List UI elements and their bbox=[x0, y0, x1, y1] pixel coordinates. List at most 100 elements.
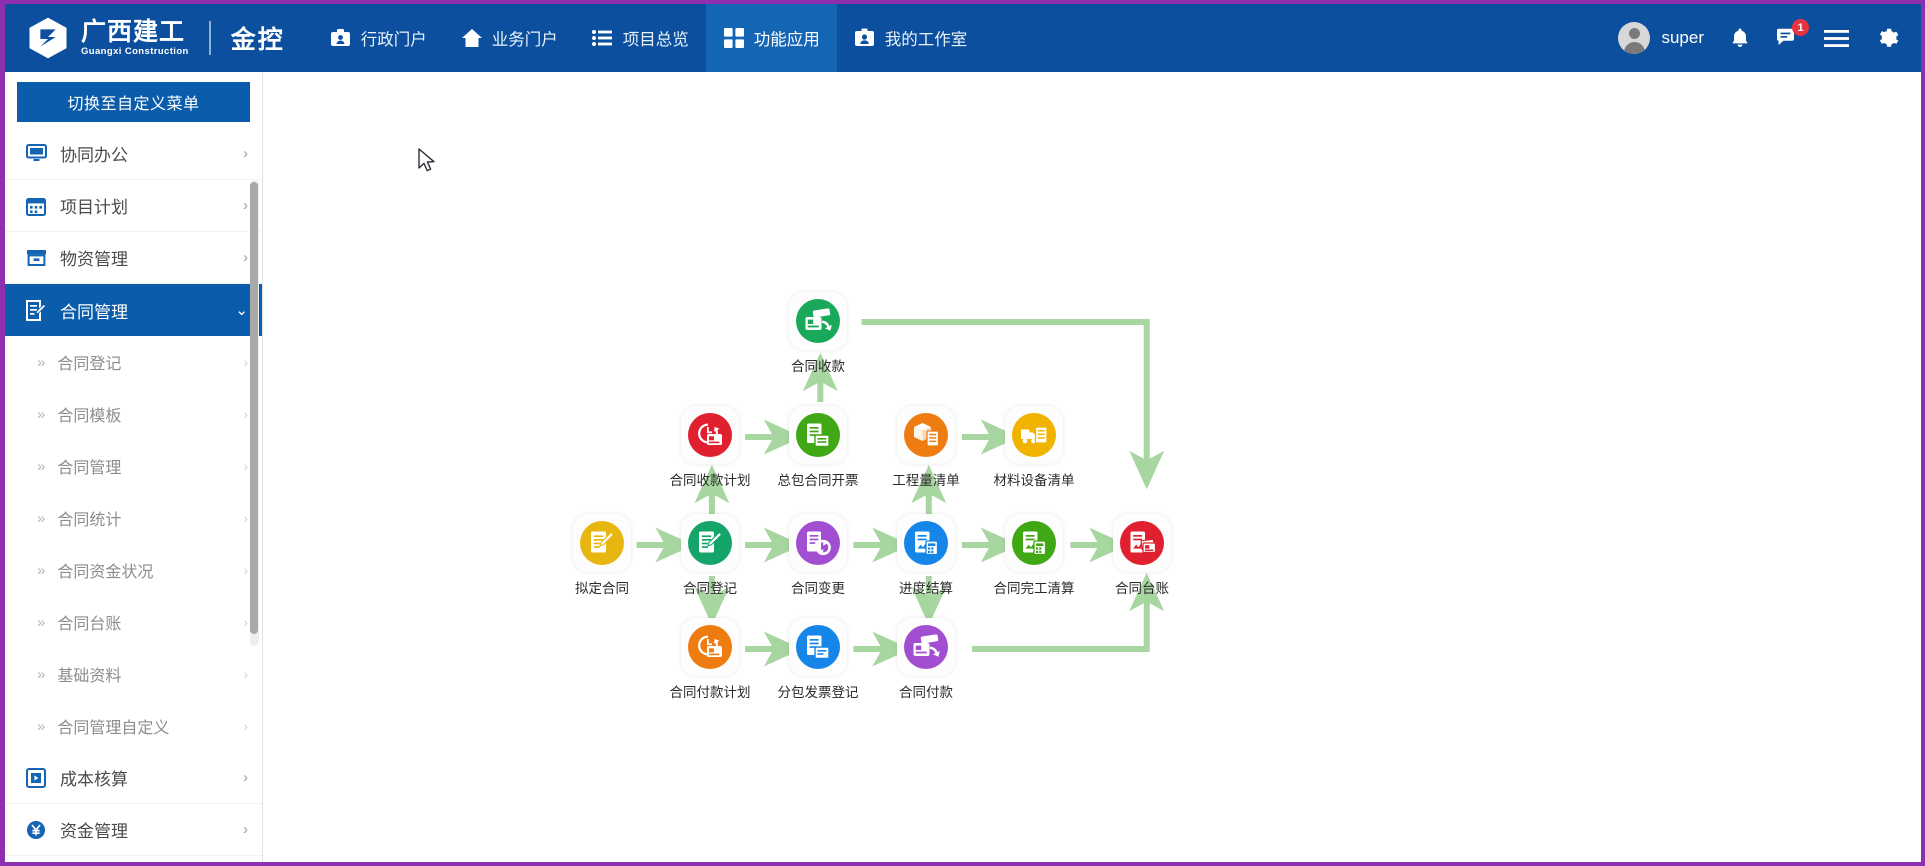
bell-icon[interactable] bbox=[1730, 27, 1750, 49]
node-label: 合同台账 bbox=[1115, 581, 1169, 596]
brand-divider bbox=[208, 21, 211, 55]
flow-node-hetongdengji[interactable]: 合同登记 bbox=[656, 514, 764, 597]
doc-refresh-icon bbox=[796, 521, 840, 565]
flow-node-hetongfukuan[interactable]: 合同付款 bbox=[872, 618, 980, 701]
flow-node-hetongbiangeng[interactable]: 合同变更 bbox=[764, 514, 872, 597]
sidebar-item-xiangmujihua[interactable]: 项目计划 › bbox=[5, 180, 262, 232]
node-label: 合同收款 bbox=[791, 359, 845, 374]
nav-item-yewu[interactable]: 业务门户 bbox=[444, 4, 575, 72]
chevron-right-icon: › bbox=[243, 614, 248, 630]
nav-item-xiangmu[interactable]: 项目总览 bbox=[575, 4, 706, 72]
node-tile bbox=[789, 618, 847, 676]
sidebar-subitem-hetongmoban[interactable]: » 合同模板 › bbox=[5, 388, 262, 440]
flow-node-fenbaofapiaodengji[interactable]: 分包发票登记 bbox=[764, 618, 872, 701]
node-label: 拟定合同 bbox=[575, 581, 629, 596]
flow-node-hetongshoukuanjihua[interactable]: 合同收款计划 bbox=[656, 406, 764, 489]
user-name: super bbox=[1661, 28, 1704, 47]
doc-calc-icon bbox=[904, 521, 948, 565]
nav-item-gongzuoshi[interactable]: 我的工作室 bbox=[837, 4, 985, 72]
nav-item-gongneng[interactable]: 功能应用 bbox=[705, 4, 837, 72]
chevron-right-icon: › bbox=[243, 354, 248, 370]
sidebar-subitem-hetongtongji[interactable]: » 合同统计 › bbox=[5, 492, 262, 544]
sidebar: 切换至自定义菜单 协同办公 › 项目计划 › 物资管理 › bbox=[5, 72, 263, 862]
sidebar-item-label: 合同管理 bbox=[60, 302, 128, 322]
double-chevron-icon: » bbox=[37, 457, 46, 475]
flow-node-hetongwangongqingsuan[interactable]: 合同完工清算 bbox=[980, 514, 1088, 597]
sidebar-item-label: 项目计划 bbox=[60, 198, 128, 217]
flow-node-jindujiesuan[interactable]: 进度结算 bbox=[872, 514, 980, 597]
user-menu[interactable]: super bbox=[1618, 22, 1704, 54]
brand-name-cn: 广西建工 bbox=[81, 18, 186, 47]
double-chevron-icon: » bbox=[37, 405, 46, 423]
sidebar-item-zijinguanli[interactable]: 资金管理 › bbox=[5, 804, 262, 856]
gear-icon[interactable] bbox=[1875, 26, 1899, 50]
sidebar-item-label: 协同办公 bbox=[60, 146, 128, 165]
sidebar-item-label: 物资管理 bbox=[60, 250, 128, 269]
flow-node-hetongtaizhang[interactable]: 合同台账 bbox=[1088, 514, 1196, 597]
id-card-icon bbox=[854, 27, 876, 49]
sidebar-subitem-jichuziliao[interactable]: » 基础资料 › bbox=[5, 648, 262, 700]
sidebar-subitem-hetongzijin[interactable]: » 合同资金状况 › bbox=[5, 544, 262, 596]
header-actions: super 1 bbox=[1618, 19, 1921, 54]
sidebar-subitem-label: 合同统计 bbox=[57, 512, 122, 529]
node-tile bbox=[681, 406, 739, 464]
double-chevron-icon: » bbox=[37, 613, 46, 631]
flow-node-gongchengliangqingdan[interactable]: 工程量清单 bbox=[872, 406, 980, 489]
doc-pen-icon bbox=[688, 521, 732, 565]
node-label: 合同收款计划 bbox=[669, 473, 751, 488]
nav-item-label: 业务门户 bbox=[491, 31, 558, 49]
node-label: 合同付款 bbox=[899, 685, 953, 700]
safe-icon bbox=[25, 767, 47, 789]
box-list-icon bbox=[904, 413, 948, 457]
flow-connectors bbox=[636, 319, 1165, 667]
switch-custom-menu-button[interactable]: 切换至自定义菜单 bbox=[17, 82, 250, 122]
flow-node-nidinghetong[interactable]: 拟定合同 bbox=[548, 514, 656, 597]
flow-node-hetongfukuanjihua[interactable]: 合同付款计划 bbox=[656, 618, 764, 701]
list-icon bbox=[592, 27, 614, 49]
flow-node-cailiaoshebeiqingdan[interactable]: 材料设备清单 bbox=[980, 406, 1088, 489]
node-tile bbox=[681, 618, 739, 676]
double-chevron-icon: » bbox=[37, 353, 46, 371]
company-logo-icon bbox=[28, 16, 68, 60]
doc-pen-icon bbox=[580, 521, 624, 565]
app-header: 广西建工 Guangxi Construction 金控 行政门户 业务门户 bbox=[5, 4, 1921, 72]
sidebar-item-xietong[interactable]: 协同办公 › bbox=[5, 128, 262, 180]
calendar-icon bbox=[25, 195, 47, 217]
chevron-right-icon: › bbox=[243, 145, 248, 162]
doc-calc-icon bbox=[1012, 521, 1056, 565]
sidebar-subitem-hetongtaizhang[interactable]: » 合同台账 › bbox=[5, 596, 262, 648]
sidebar-subitem-label: 合同登记 bbox=[57, 356, 122, 373]
flow-node-hetongshoukuan[interactable]: 合同收款 bbox=[764, 292, 872, 375]
doc-ledger-icon bbox=[1120, 521, 1164, 565]
sidebar-item-wuzi[interactable]: 物资管理 › bbox=[5, 232, 262, 284]
truck-list-icon bbox=[1012, 413, 1056, 457]
flow-node-zongbaohetongkaipiao[interactable]: 总包合同开票 bbox=[764, 406, 872, 489]
message-badge: 1 bbox=[1792, 19, 1809, 36]
sidebar-subitem-hetongguanli[interactable]: » 合同管理 › bbox=[5, 440, 262, 492]
sidebar-scrollbar-thumb[interactable] bbox=[250, 182, 258, 634]
nav-item-xingzheng[interactable]: 行政门户 bbox=[313, 4, 444, 72]
node-label: 合同变更 bbox=[791, 581, 845, 596]
sidebar-menu: 协同办公 › 项目计划 › 物资管理 › 合同管理 ⌄ » bbox=[5, 128, 262, 856]
sidebar-item-label: 资金管理 bbox=[60, 822, 128, 841]
double-chevron-icon: » bbox=[37, 509, 46, 527]
brand-logo[interactable]: 广西建工 Guangxi Construction 金控 bbox=[5, 16, 285, 60]
brand-name-en: Guangxi Construction bbox=[81, 45, 189, 57]
sidebar-subitem-hetongzidingyi[interactable]: » 合同管理自定义 › bbox=[5, 700, 262, 752]
node-tile bbox=[1005, 406, 1063, 464]
yen-icon bbox=[25, 819, 47, 841]
node-tile bbox=[897, 618, 955, 676]
hamburger-icon[interactable] bbox=[1824, 29, 1849, 48]
chevron-right-icon: › bbox=[243, 666, 248, 682]
sidebar-item-chengbenhesuan[interactable]: 成本核算 › bbox=[5, 752, 262, 804]
sidebar-subitem-label: 基础资料 bbox=[57, 668, 122, 685]
sidebar-subitem-hetongdengji[interactable]: » 合同登记 › bbox=[5, 336, 262, 388]
node-tile bbox=[573, 514, 631, 572]
node-label: 合同完工清算 bbox=[993, 581, 1075, 596]
nav-item-label: 项目总览 bbox=[622, 31, 689, 49]
node-tile bbox=[789, 514, 847, 572]
node-label: 合同登记 bbox=[683, 581, 737, 596]
chat-icon[interactable]: 1 bbox=[1776, 19, 1809, 48]
sidebar-item-hetongguanli[interactable]: 合同管理 ⌄ bbox=[5, 284, 262, 336]
double-chevron-icon: » bbox=[37, 665, 46, 683]
